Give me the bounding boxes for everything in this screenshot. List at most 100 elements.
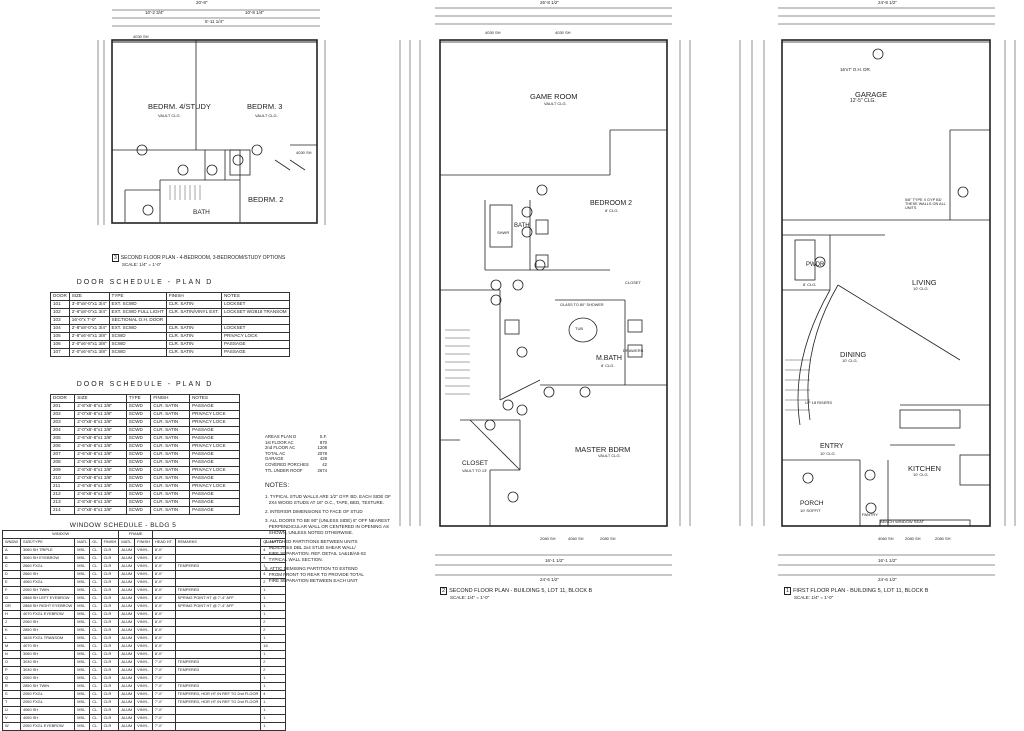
- table-cell: MSL: [74, 714, 91, 723]
- table-cell: ALUM: [118, 546, 136, 555]
- table-cell: 102: [50, 308, 70, 317]
- table-cell: PRIVACY LOCK: [220, 332, 290, 341]
- table-cell: VINYL: [134, 610, 153, 619]
- table-cell: SCWD: [108, 332, 167, 341]
- door-schedule-2-title: DOOR SCHEDULE - PLAN D: [76, 381, 214, 388]
- room-label: GAME ROOM: [530, 92, 578, 101]
- table-cell: TEMPERED, HDR HT IN REF TO 2nd FLOOR: [174, 698, 262, 707]
- table-cell: PASSAGE: [189, 402, 240, 411]
- table-cell: CLR. SATIN: [150, 402, 191, 411]
- table-cell: 2'-0"x6'-8"x1 3/8": [74, 426, 127, 435]
- table-cell: 8'-0": [151, 610, 176, 619]
- table-cell: CL: [89, 642, 102, 651]
- table-cell: SCWD: [108, 348, 167, 357]
- window-label: 4030 SH: [485, 30, 501, 35]
- table-cell: 7'-0": [151, 690, 176, 699]
- table-cell: CL: [89, 602, 102, 611]
- table-cell: 201: [49, 402, 76, 411]
- column-header: FINISH: [100, 538, 120, 547]
- table-cell: MSL: [74, 666, 91, 675]
- areas-value: 2674: [317, 467, 327, 473]
- table-cell: [174, 722, 262, 731]
- table-cell: 2'-8"x6'-8"x1 3/8": [74, 458, 127, 467]
- room-label: GARAGE: [855, 90, 888, 99]
- table-cell: VINYL: [134, 634, 153, 643]
- table-cell: 2'-6"x8'-0"x1 3/4": [68, 308, 110, 317]
- table-cell: SCWD: [125, 458, 152, 467]
- areas-label: TOTAL AC: [265, 450, 286, 456]
- table-cell: 2: [260, 658, 286, 667]
- middle-plan: [399, 7, 691, 576]
- table-cell: CLR. SATIN: [150, 458, 191, 467]
- table-cell: CL: [89, 546, 102, 555]
- note-item: 5. ATTIC DEMISING PARTITION TO EXTEND FR…: [265, 566, 364, 583]
- table-cell: CL: [89, 690, 102, 699]
- table-cell: CLR: [100, 594, 120, 603]
- room-note: 12'-5" CLG.: [850, 98, 876, 104]
- column-header: TYPE: [125, 394, 152, 403]
- room-note: 8' CLG.: [601, 363, 615, 368]
- table-cell: ALUM: [118, 602, 136, 611]
- room-note: VAULT TO 13': [462, 468, 488, 473]
- table-cell: MSL: [74, 674, 91, 683]
- table-cell: EXT. SCWD: [108, 300, 167, 309]
- table-cell: [174, 626, 262, 635]
- table-cell: 103: [50, 316, 70, 325]
- column-header: REMARKS: [174, 538, 262, 547]
- table-cell: SCWD: [125, 426, 152, 435]
- window-label: 2080 SH: [905, 536, 921, 541]
- table-cell: MSL: [74, 722, 91, 731]
- table-cell: 8'-0": [151, 570, 176, 579]
- table-cell: SCWD: [125, 418, 152, 427]
- table-cell: 2050 SH: [19, 674, 76, 683]
- table-cell: 3060 SH: [19, 650, 76, 659]
- table-cell: CLR: [100, 666, 120, 675]
- table-cell: CLR: [100, 642, 120, 651]
- right-plan: [739, 7, 1016, 576]
- table-cell: 107: [50, 348, 70, 357]
- drawing-sheet: [97, 7, 1016, 576]
- table-cell: SCWD: [125, 490, 152, 499]
- table-cell: CLR. SATIN: [165, 324, 222, 333]
- table-cell: MSL: [74, 610, 91, 619]
- table-cell: CL: [89, 682, 102, 691]
- table-cell: 1: [260, 698, 286, 707]
- window-label: 4030 SH: [296, 150, 312, 155]
- room-label: DINING: [840, 350, 867, 359]
- table-cell: [174, 610, 262, 619]
- table-cell: 4060 SH: [19, 706, 76, 715]
- table-cell: VINYL: [134, 722, 153, 731]
- note-item: 3. ALL DOORS TO BE 90" (UNLESS SIDE) 6" …: [265, 518, 390, 535]
- table-cell: 2'-6"x6'-8"x1 3/8": [74, 482, 127, 491]
- room-label: BEDRM. 3: [247, 102, 283, 111]
- table-cell: 8'-0": [151, 626, 176, 635]
- table-cell: C: [2, 562, 21, 571]
- table-cell: 212: [49, 490, 76, 499]
- table-cell: H: [2, 610, 21, 619]
- column-header: NOTES: [220, 292, 290, 301]
- table-cell: SCWD: [125, 450, 152, 459]
- window-label: 2080 SH: [935, 536, 951, 541]
- table-cell: CLR: [100, 586, 120, 595]
- table-cell: 2050 FXGL EYEBROW: [19, 722, 76, 731]
- table-cell: 16'-0"x 7'-0": [68, 316, 110, 325]
- table-cell: 7'-0": [151, 714, 176, 723]
- room-label: PORCH: [800, 500, 824, 507]
- table-cell: VINYL: [134, 578, 153, 587]
- table-cell: G: [2, 594, 21, 603]
- table-cell: [165, 316, 222, 325]
- table-cell: VINYL: [134, 626, 153, 635]
- table-cell: 209: [49, 466, 76, 475]
